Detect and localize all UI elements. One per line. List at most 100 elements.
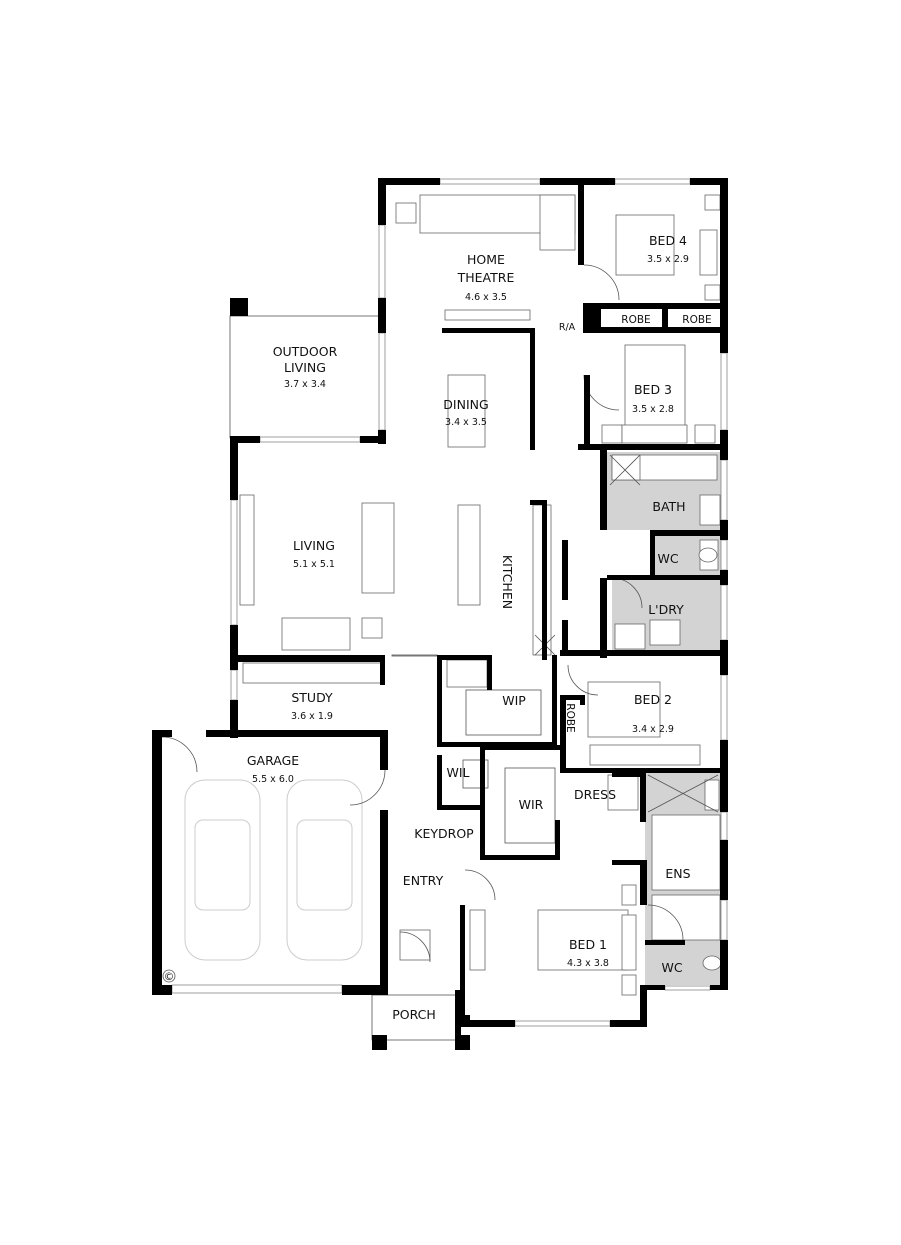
shower-cross (647, 774, 719, 813)
room-outline (229, 315, 381, 439)
wall (645, 985, 665, 990)
room-outline (465, 689, 542, 736)
window (720, 459, 728, 521)
wall (555, 820, 560, 860)
wall (437, 805, 485, 810)
car-windshield (194, 819, 251, 911)
wall (640, 860, 647, 905)
wall (230, 440, 238, 500)
window (614, 178, 691, 185)
wall (238, 730, 388, 737)
furniture-item (446, 659, 488, 688)
keydrop-label: KEYDROP (414, 826, 474, 841)
wall (152, 730, 172, 737)
laundry-label: L'DRY (648, 602, 684, 617)
window (720, 352, 728, 431)
window (664, 985, 711, 991)
copyright-mark: © (164, 971, 175, 983)
outdoor-living-label-2: LIVING (284, 360, 326, 375)
wall (650, 536, 655, 576)
door-swing (161, 736, 198, 773)
wall (720, 178, 728, 353)
furniture-item (651, 894, 721, 941)
wall (230, 700, 238, 732)
study-size: 3.6 x 1.9 (291, 711, 333, 722)
wall (710, 985, 728, 990)
wall (560, 768, 728, 773)
wall (342, 985, 388, 995)
wall (230, 625, 238, 670)
wall (455, 990, 461, 1035)
wall (600, 578, 607, 658)
bed4-size: 3.5 x 2.9 (647, 254, 689, 265)
wall (578, 444, 728, 450)
wall (640, 772, 646, 822)
room-labels: HOME THEATRE 4.6 x 3.5 BED 4 3.5 x 2.9 R… (164, 233, 712, 1022)
wall (562, 620, 568, 655)
room-outline (391, 654, 438, 657)
wc-label: WC (661, 960, 682, 975)
furniture-item (699, 229, 718, 276)
wall (720, 840, 728, 900)
furniture-item (281, 617, 351, 651)
wall (690, 178, 728, 185)
wall (720, 570, 728, 585)
furniture-item (704, 284, 721, 301)
wall (480, 745, 485, 855)
furniture-item (447, 374, 486, 448)
wall (645, 940, 685, 945)
furniture-item (621, 914, 637, 971)
door-swing (567, 664, 599, 696)
garage-cars (184, 779, 363, 961)
furniture-item (361, 617, 383, 639)
furniture-item (587, 681, 661, 738)
window (439, 178, 541, 185)
wall (437, 655, 442, 745)
wall (580, 695, 585, 705)
furniture-item (615, 214, 675, 276)
wall (720, 450, 728, 460)
wall (487, 655, 492, 690)
furniture-item (624, 344, 686, 441)
windows (171, 178, 728, 1027)
window (720, 584, 728, 641)
car-outline (184, 779, 261, 961)
wall (380, 810, 388, 995)
furniture-item (444, 309, 531, 321)
living-label: LIVING (293, 538, 335, 553)
wall (380, 730, 388, 770)
window (230, 669, 238, 701)
ens-label: ENS (665, 866, 690, 881)
wall (372, 1035, 387, 1050)
wall (360, 436, 386, 443)
ra-label: R/A (559, 322, 576, 333)
wall (238, 655, 385, 662)
window (720, 899, 728, 941)
furniture-item (704, 779, 720, 811)
wall (720, 655, 728, 675)
furniture-item (621, 974, 637, 996)
wall (552, 655, 557, 745)
shower-cross (609, 454, 641, 486)
window (720, 539, 728, 571)
wall (584, 375, 590, 450)
door-swing (399, 931, 431, 963)
door-swing (464, 869, 496, 901)
wall (583, 303, 601, 333)
wall (720, 740, 728, 775)
wall (442, 328, 535, 333)
living-size: 5.1 x 5.1 (293, 559, 335, 570)
wall (230, 730, 238, 738)
wall (662, 303, 668, 333)
wall (460, 905, 465, 1015)
home-theatre-label: HOME (467, 252, 505, 267)
furniture-item (614, 623, 646, 650)
furniture-item (469, 909, 486, 971)
car-outline (286, 779, 363, 961)
robe-label: ROBE (621, 314, 650, 326)
door-swing (583, 264, 620, 301)
toilet (698, 547, 718, 563)
robe-label: ROBE (564, 703, 576, 732)
wall (560, 650, 728, 656)
